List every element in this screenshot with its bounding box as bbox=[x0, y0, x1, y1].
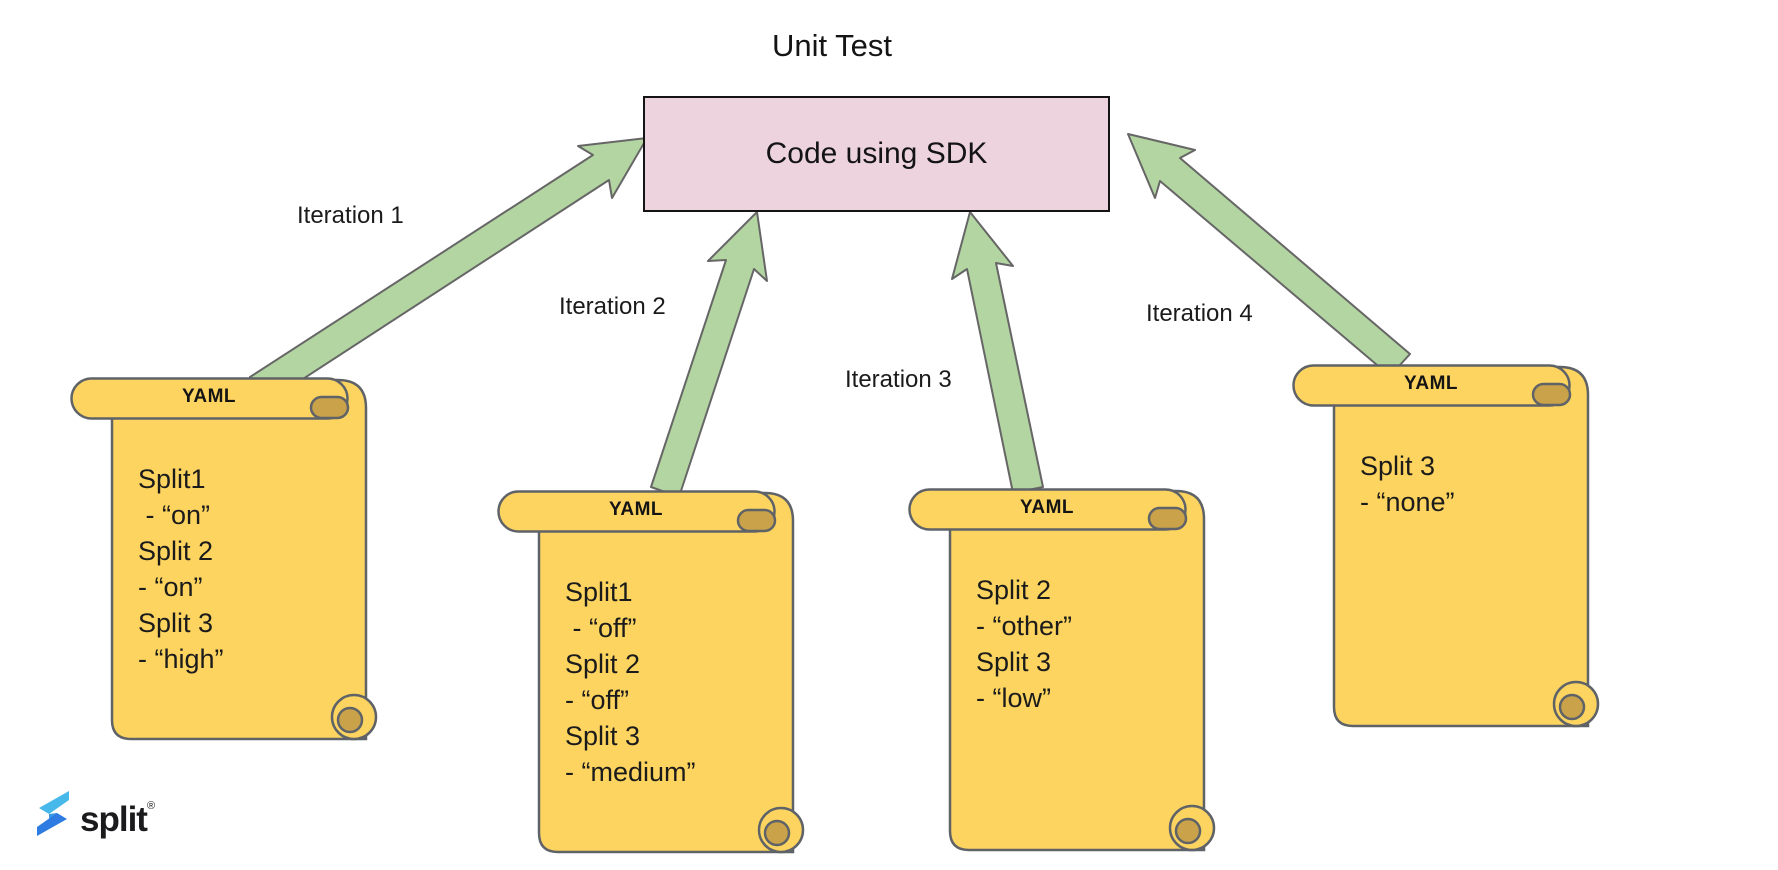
arrow-iteration-1 bbox=[249, 137, 648, 404]
split-logo-wordmark: split® bbox=[80, 800, 155, 839]
scroll-1-splits-text: Split1 - “on” Split 2 - “on” Split 3 - “… bbox=[138, 464, 224, 674]
iteration-4-label: Iteration 4 bbox=[1146, 300, 1253, 327]
arrow-iteration-2 bbox=[650, 211, 768, 498]
registered-trademark: ® bbox=[146, 800, 155, 812]
yaml-scroll-3: YAML Split 2 - “other” Split 3 - “low” bbox=[908, 488, 1238, 853]
yaml-scroll-4: YAML Split 3 - “none” bbox=[1292, 364, 1622, 729]
iteration-2-label: Iteration 2 bbox=[559, 293, 666, 320]
split-logo: split® bbox=[36, 784, 155, 842]
arrow-iteration-4 bbox=[1127, 133, 1411, 377]
diagram-title: Unit Test bbox=[771, 28, 893, 63]
scroll-3-splits-text: Split 2 - “other” Split 3 - “low” bbox=[976, 575, 1073, 713]
yaml-header: YAML bbox=[181, 386, 237, 407]
scroll-2-splits-text: Split1 - “off” Split 2 - “off” Split 3 -… bbox=[565, 577, 696, 787]
yaml-scroll-2: YAML Split1 - “off” Split 2 - “off” Spli… bbox=[497, 490, 827, 855]
yaml-header: YAML bbox=[608, 499, 664, 520]
yaml-scroll-1: YAML Split1 - “on” Split 2 - “on” Split … bbox=[70, 377, 400, 742]
yaml-header: YAML bbox=[1019, 497, 1075, 518]
scroll-4-splits-text: Split 3 - “none” bbox=[1360, 451, 1455, 517]
split-logo-icon bbox=[37, 790, 69, 836]
iteration-3-label: Iteration 3 bbox=[845, 366, 952, 393]
yaml-header: YAML bbox=[1403, 373, 1459, 394]
code-using-sdk-label: Code using SDK bbox=[765, 137, 988, 170]
code-using-sdk-box: Code using SDK bbox=[643, 96, 1110, 212]
arrow-iteration-3 bbox=[951, 211, 1044, 494]
scroll-icon bbox=[1292, 364, 1600, 728]
iteration-1-label: Iteration 1 bbox=[297, 202, 404, 229]
